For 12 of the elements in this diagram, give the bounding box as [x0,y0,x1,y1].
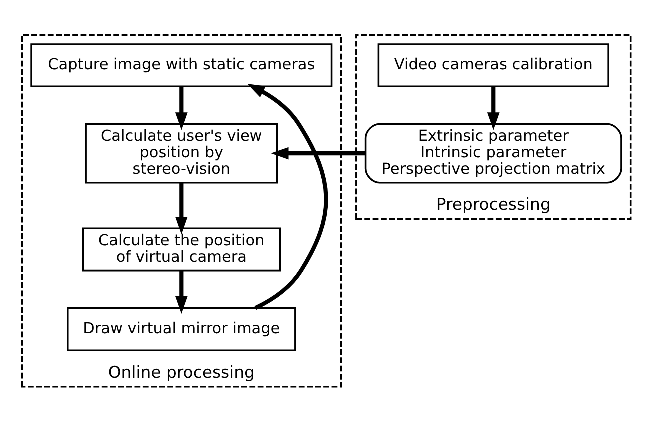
node-box: Extrinsic parameter Intrinsic parameter Perspective projection matrix [364,123,622,184]
node-box: Capture image with static cameras [30,44,333,88]
node-box: Draw virtual mirror image [67,307,296,352]
node-box: Calculate the position of virtual camera [82,228,282,272]
arrow [175,271,188,314]
arrow [271,147,366,160]
arrow [175,87,188,130]
node-box: Video cameras calibration [378,44,610,88]
arrow [487,87,500,130]
arrow [247,84,328,310]
node-box: Calculate user's view position by stereo-vision [85,123,278,184]
arrow [175,182,188,235]
